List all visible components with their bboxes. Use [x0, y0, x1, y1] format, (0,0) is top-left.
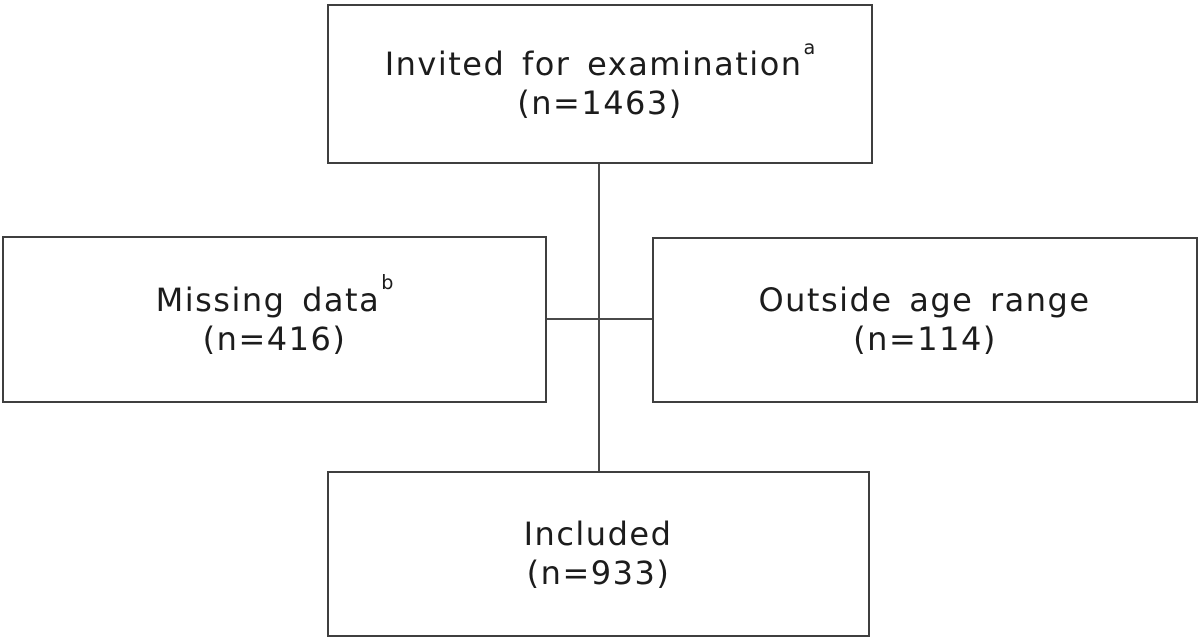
box-label: Invited for examination [384, 45, 803, 83]
box-missing-data: Missing datab (n=416) [2, 236, 547, 403]
box-text: Outside age range (n=114) [758, 281, 1091, 359]
box-label: Outside age range [758, 281, 1091, 319]
box-invited-for-examination: Invited for examinationa (n=1463) [327, 4, 873, 164]
box-label-line: Outside age range [758, 281, 1091, 320]
footnote-marker-b: b [381, 271, 394, 295]
footnote-marker-a: a [803, 35, 816, 59]
box-text: Missing datab (n=416) [155, 273, 394, 359]
box-count: (n=416) [202, 319, 347, 358]
box-count: (n=1463) [517, 84, 683, 122]
connector-exclusion-branch [547, 318, 652, 320]
box-label: Included [523, 515, 673, 553]
connector-invited-to-included [598, 164, 600, 471]
box-count: (n=933) [526, 554, 671, 592]
box-label-line: Invited for examinationa [384, 38, 816, 84]
box-included: Included (n=933) [327, 471, 870, 637]
box-text: Included (n=933) [524, 515, 674, 593]
box-outside-age-range: Outside age range (n=114) [652, 237, 1198, 403]
box-label-line: Included [524, 515, 674, 554]
box-count: (n=114) [853, 320, 997, 358]
box-text: Invited for examinationa (n=1463) [384, 38, 816, 123]
box-label: Missing data [155, 280, 381, 319]
box-label-line: Missing datab [155, 273, 394, 320]
